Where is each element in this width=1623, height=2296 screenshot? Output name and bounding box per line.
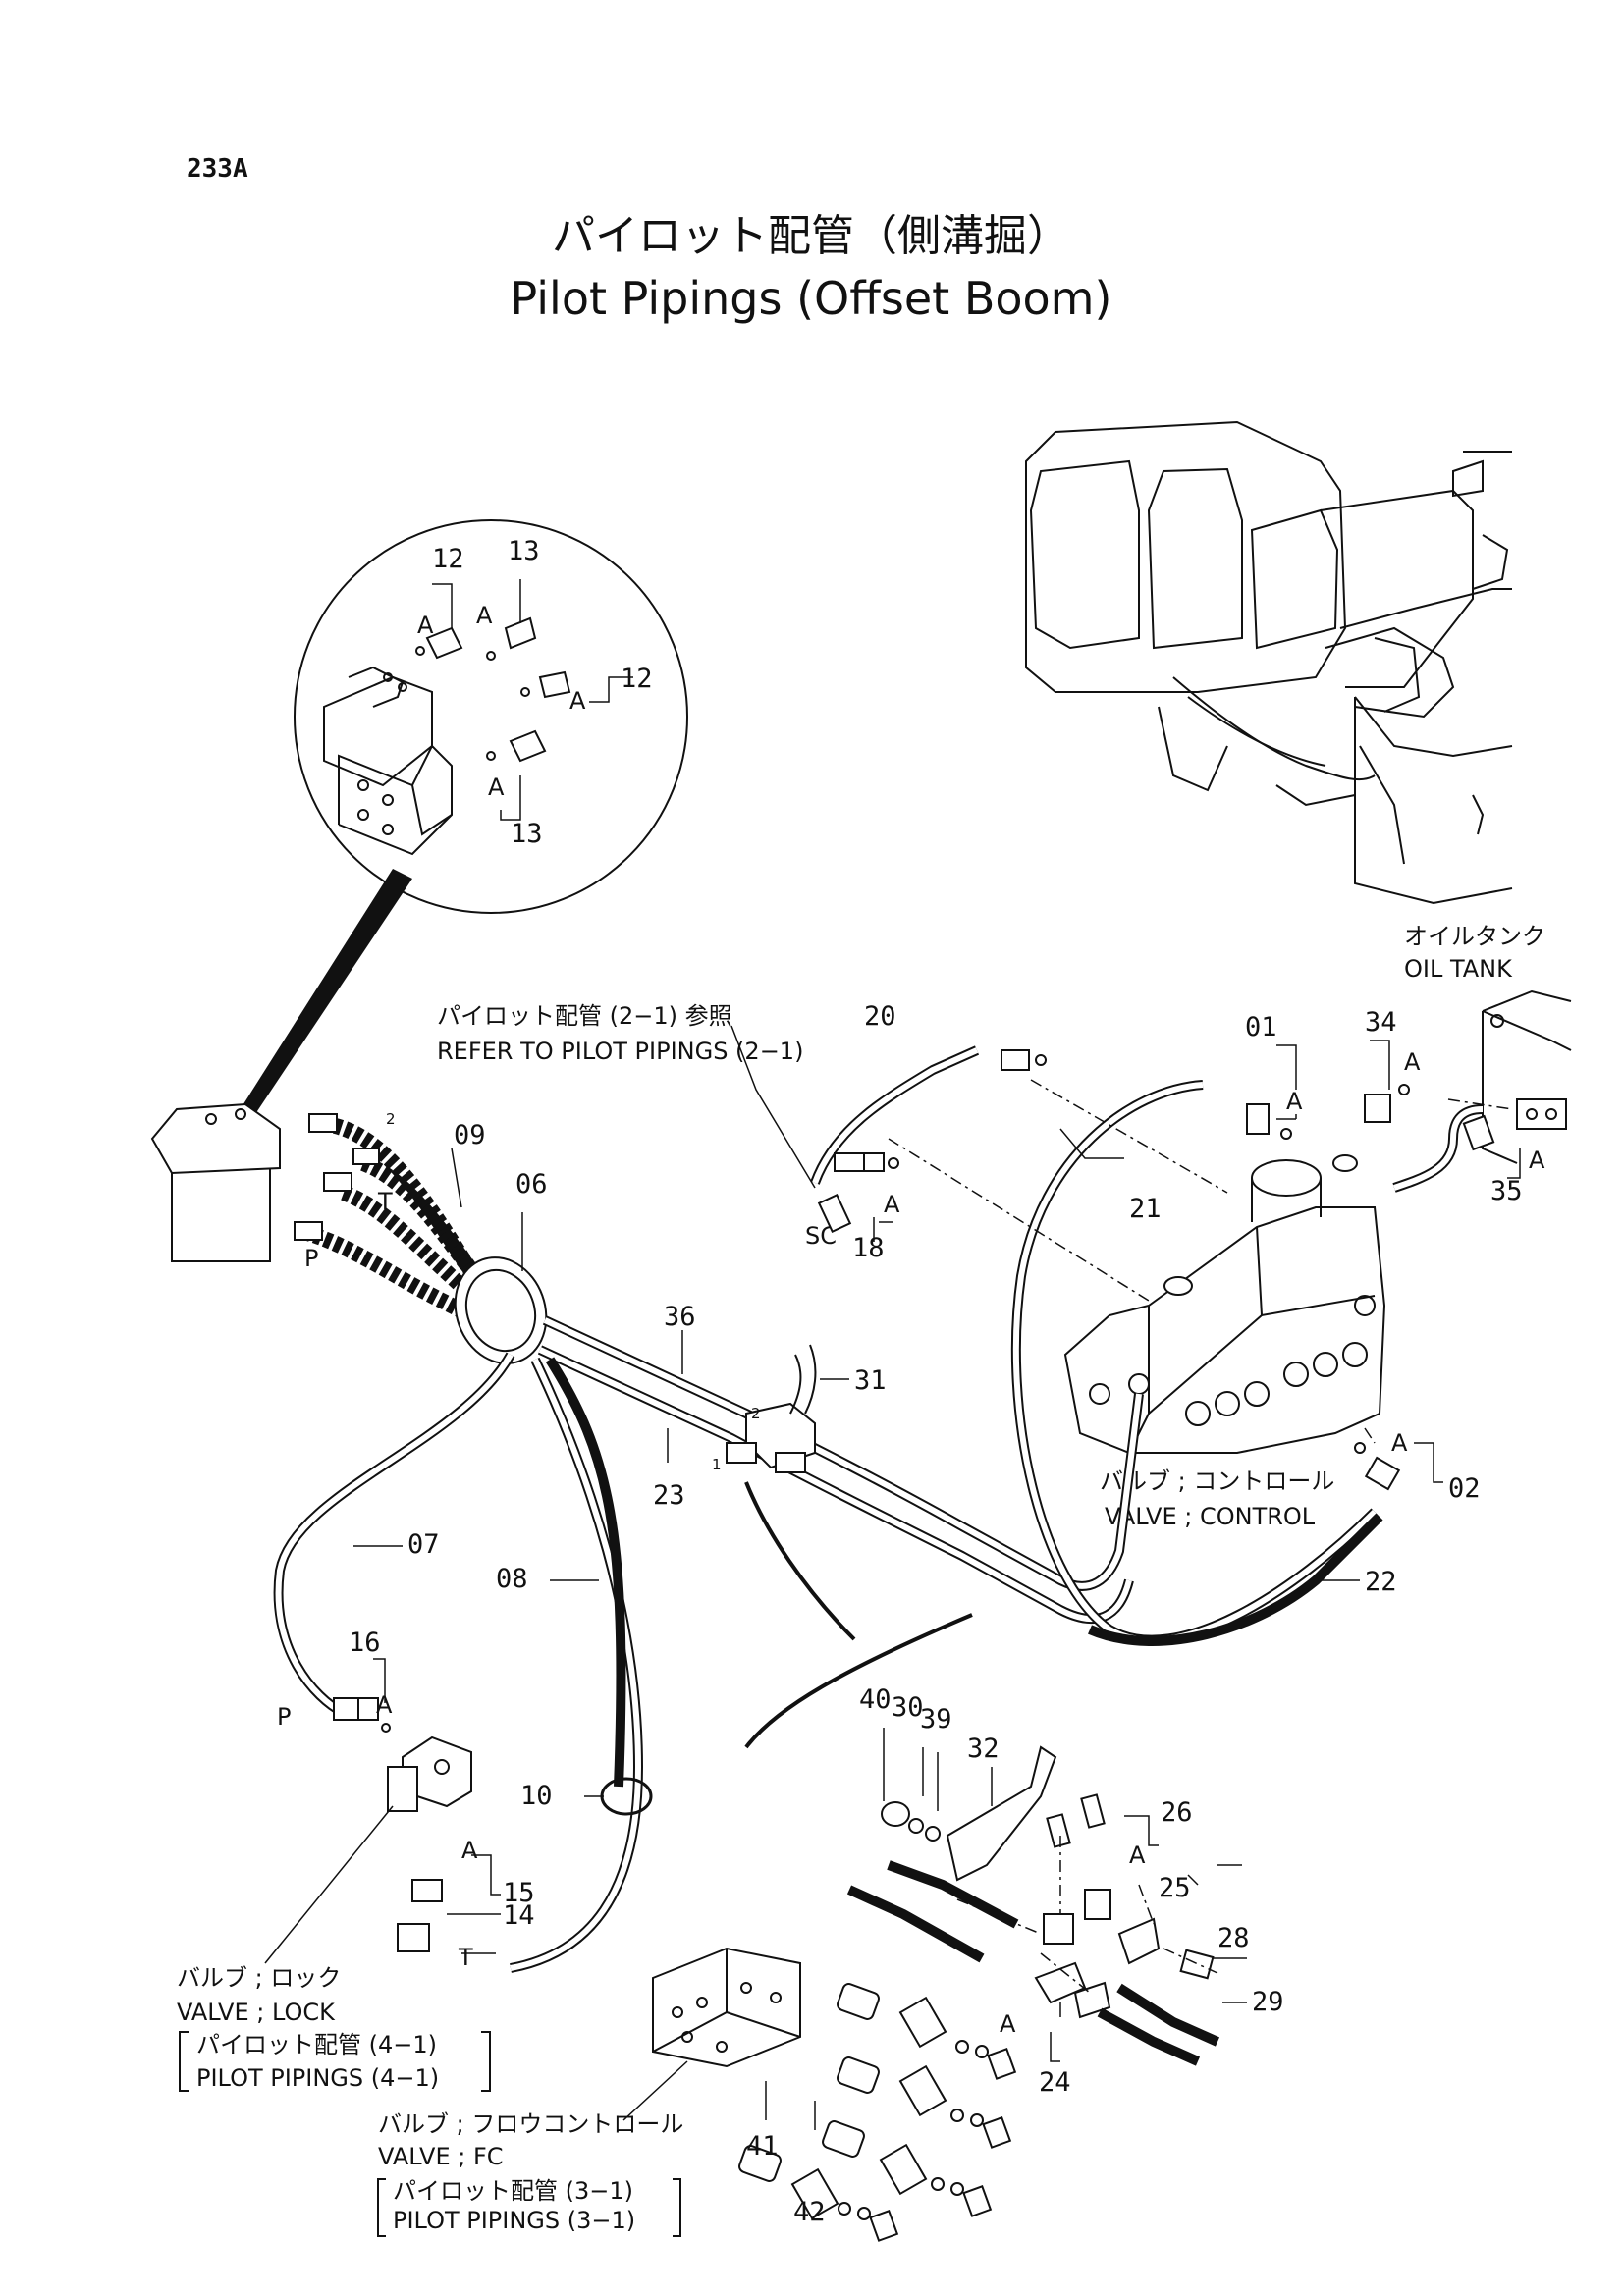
flow-control-valve: バルブ ; フロウコントロール VALVE ; FC パイロット配管 (3−1)… <box>377 1947 1017 2242</box>
oil-tank-en: OIL TANK <box>1404 955 1513 983</box>
label-a-24: A <box>1000 2010 1016 2038</box>
part-number-42: 42 <box>793 2197 826 2227</box>
label-a-detail-3: A <box>569 687 586 715</box>
label-a-02: A <box>1391 1429 1408 1457</box>
port-label-1: 1 <box>712 1456 722 1473</box>
lock-ref-jp: パイロット配管 (4−1) <box>196 2031 437 2058</box>
part-number-10: 10 <box>520 1781 553 1811</box>
part-number-22: 22 <box>1365 1567 1397 1597</box>
port-label-2-block: 2 <box>751 1405 761 1422</box>
label-a-26: A <box>1129 1842 1146 1869</box>
page-number: 233A <box>187 154 248 184</box>
title-english: Pilot Pipings (Offset Boom) <box>511 272 1112 325</box>
part-number-13-b: 13 <box>511 819 543 849</box>
valve-fc-jp: バルブ ; フロウコントロール <box>378 2110 683 2138</box>
bracket-assembly <box>744 1481 1220 2066</box>
part-number-09: 09 <box>454 1120 486 1150</box>
part-number-20: 20 <box>864 1001 896 1032</box>
oil-tank: オイルタンク OIL TANK <box>1404 923 1572 1164</box>
part-number-39: 39 <box>920 1704 952 1735</box>
label-a-detail-4: A <box>488 774 505 801</box>
part-number-41: 41 <box>746 2131 779 2162</box>
fc-ref-jp: パイロット配管 (3−1) <box>393 2177 633 2205</box>
detail-callout: A A A A 12 13 12 13 <box>228 519 688 1129</box>
label-a-detail-2: A <box>476 602 493 629</box>
label-a-15: A <box>461 1837 478 1864</box>
valve-lock-jp: バルブ ; ロック <box>177 1964 341 1992</box>
port-label-2: 2 <box>386 1110 396 1128</box>
part-number-34: 34 <box>1365 1007 1397 1038</box>
leader-lines <box>730 1025 1513 1994</box>
refer-note-en: REFER TO PILOT PIPINGS (2−1) <box>437 1038 803 1065</box>
part-number-21: 21 <box>1129 1194 1162 1224</box>
part-number-28: 28 <box>1217 1923 1250 1953</box>
fc-ref-en: PILOT PIPINGS (3−1) <box>393 2207 635 2234</box>
part-number-25: 25 <box>1159 1873 1191 1903</box>
label-t-bundle: T <box>377 1188 393 1215</box>
control-valve: バルブ ; コントロール VALVE ; CONTROL <box>1063 1154 1386 1530</box>
part-number-01: 01 <box>1245 1012 1277 1042</box>
part-number-12-b: 12 <box>621 664 653 694</box>
part-number-15: 15 <box>503 1878 535 1908</box>
part-number-32: 32 <box>967 1734 1000 1764</box>
label-a-18: A <box>884 1191 900 1218</box>
part-number-14: 14 <box>503 1900 535 1931</box>
callout-pointer <box>228 869 412 1129</box>
lock-valve: バルブ ; ロック VALVE ; LOCK パイロット配管 (4−1) PIL… <box>177 1703 491 2092</box>
valve-lock-en: VALVE ; LOCK <box>177 1999 336 2026</box>
part-number-40: 40 <box>859 1684 892 1715</box>
valve-control-en: VALVE ; CONTROL <box>1105 1503 1316 1530</box>
junction-block: 1 2 <box>712 1344 817 1473</box>
part-number-07: 07 <box>407 1529 440 1560</box>
part-number-18: 18 <box>852 1233 885 1263</box>
pilot-valve-block <box>150 1102 281 1262</box>
label-p-lock: P <box>277 1703 291 1731</box>
lock-ref-en: PILOT PIPINGS (4−1) <box>196 2064 439 2092</box>
valve-control-jp: バルブ ; コントロール <box>1100 1468 1334 1495</box>
part-number-29: 29 <box>1252 1987 1284 2017</box>
label-a-detail-1: A <box>417 612 434 639</box>
part-number-16: 16 <box>349 1628 381 1658</box>
label-p-bundle: P <box>304 1245 318 1272</box>
valve-fc-en: VALVE ; FC <box>378 2143 504 2170</box>
label-a-16: A <box>376 1691 393 1719</box>
part-number-36: 36 <box>664 1302 696 1332</box>
part-number-24: 24 <box>1039 2067 1071 2098</box>
part-number-02: 02 <box>1448 1473 1481 1504</box>
hose-bundle: 2 T P 09 06 <box>294 1110 548 1364</box>
part-number-35: 35 <box>1490 1176 1523 1206</box>
label-t-lock: T <box>458 1944 473 1971</box>
part-number-23: 23 <box>653 1480 685 1511</box>
part-number-26: 26 <box>1161 1797 1193 1828</box>
callouts: パイロット配管 (2−1) 参照 REFER TO PILOT PIPINGS … <box>333 1001 1545 2227</box>
label-a-01: A <box>1286 1088 1303 1115</box>
excavator-cab-illustration <box>1025 420 1513 905</box>
oil-tank-jp: オイルタンク <box>1404 923 1545 950</box>
part-number-30: 30 <box>892 1692 924 1723</box>
part-number-08: 08 <box>496 1564 528 1594</box>
label-a-34: A <box>1404 1048 1421 1076</box>
part-number-31: 31 <box>854 1365 887 1396</box>
part-number-12: 12 <box>432 544 464 574</box>
part-number-13: 13 <box>508 536 540 566</box>
refer-note-jp: パイロット配管 (2−1) 参照 <box>437 1002 732 1030</box>
part-number-06: 06 <box>515 1169 548 1200</box>
title-japanese: パイロット配管（側溝掘） <box>552 211 1070 261</box>
label-a-35: A <box>1529 1147 1545 1174</box>
